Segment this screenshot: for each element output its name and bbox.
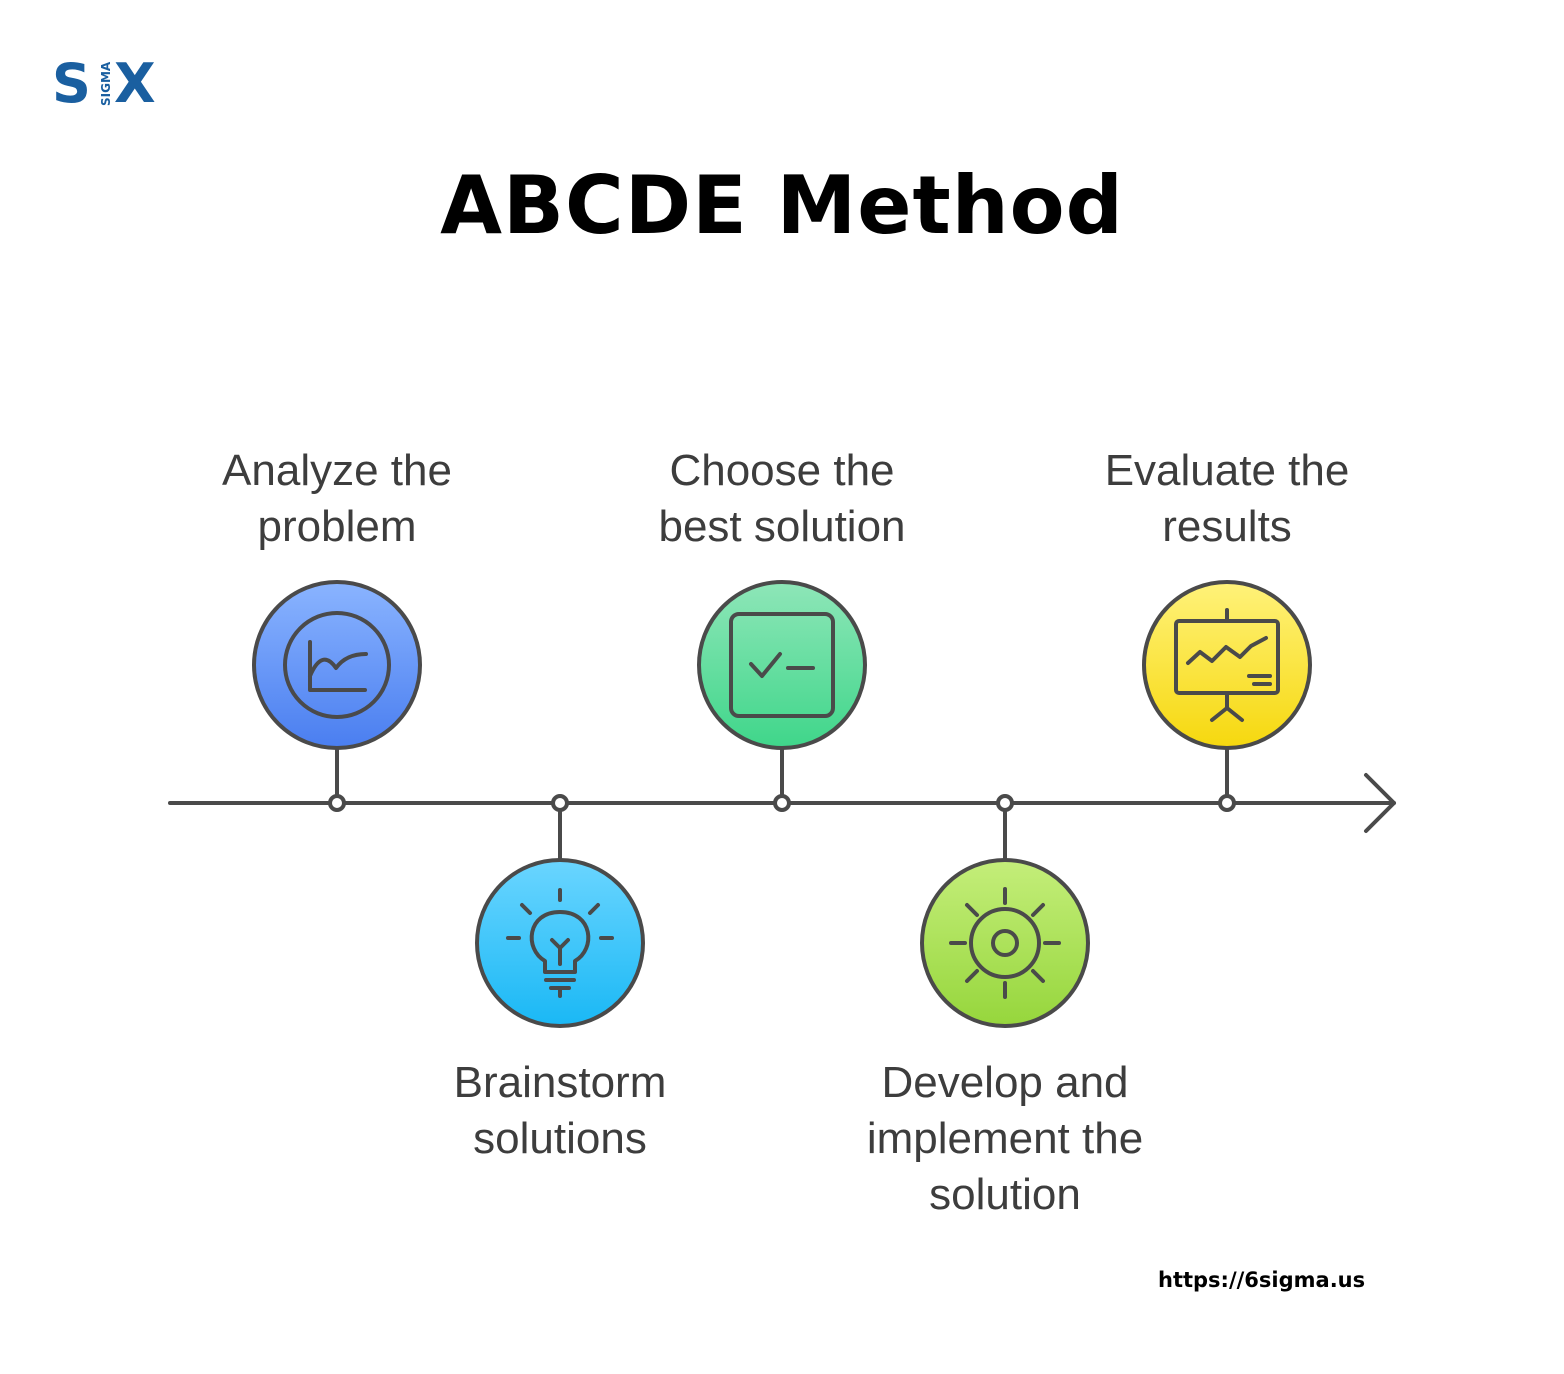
step-label-analyze-line-1: Analyze the [222, 446, 452, 495]
step-node-analyze [252, 580, 422, 750]
line-chart-icon [283, 611, 391, 719]
axis-dot-choose [773, 794, 791, 812]
step-label-analyze: Analyze the problem [157, 443, 517, 555]
axis-dot-develop [996, 794, 1014, 812]
step-node-develop [920, 858, 1090, 1028]
step-label-analyze-line-2: problem [257, 502, 417, 551]
axis-dot-evaluate [1218, 794, 1236, 812]
step-label-evaluate-line-2: results [1162, 502, 1292, 551]
step-label-brainstorm-line-2: solutions [473, 1114, 647, 1163]
step-label-develop-line-1: Develop and [881, 1058, 1129, 1107]
footer-url: https://6sigma.us [1158, 1268, 1366, 1292]
step-node-evaluate [1142, 580, 1312, 750]
logo-letter-x: X [114, 52, 156, 114]
logo-sigma-text: SIGMA [99, 61, 113, 106]
step-node-brainstorm [475, 858, 645, 1028]
step-label-choose: Choose the best solution [602, 443, 962, 555]
gear-icon [949, 887, 1061, 999]
logo-letter-s: S [52, 52, 91, 114]
axis-dot-brainstorm [551, 794, 569, 812]
step-label-brainstorm-line-1: Brainstorm [453, 1058, 667, 1107]
step-label-choose-line-2: best solution [658, 502, 906, 551]
timeline-arrowhead [1364, 773, 1396, 833]
checklist-icon [729, 612, 835, 718]
step-node-choose [697, 580, 867, 750]
sigmax-logo: S SIGMA X [52, 52, 156, 114]
axis-dot-analyze [328, 794, 346, 812]
step-label-evaluate-line-1: Evaluate the [1104, 446, 1350, 495]
step-label-brainstorm: Brainstorm solutions [380, 1055, 740, 1167]
step-label-develop-line-2: implement the [866, 1114, 1144, 1163]
lightbulb-icon [506, 888, 614, 998]
page-title: ABCDE Method [440, 159, 1124, 252]
step-label-develop: Develop and implement the solution [825, 1055, 1185, 1223]
presentation-board-icon [1174, 608, 1280, 722]
step-label-evaluate: Evaluate the results [1047, 443, 1407, 555]
step-label-develop-line-3: solution [929, 1170, 1081, 1219]
step-label-choose-line-1: Choose the [669, 446, 895, 495]
